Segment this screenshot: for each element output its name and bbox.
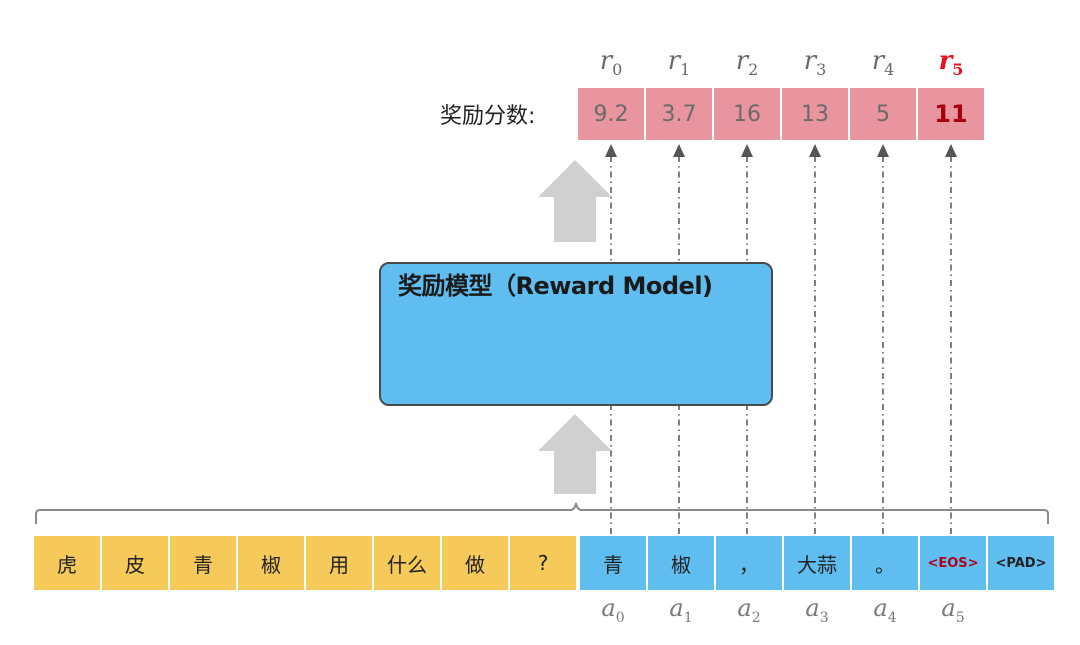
prompt-token: 青 — [170, 536, 236, 590]
action-symbol-a0: a0 — [601, 594, 625, 626]
reward-score-cell: 13 — [782, 88, 848, 140]
arrowhead-icon — [809, 144, 821, 157]
action-symbol-a3: a3 — [805, 594, 829, 626]
response-token: ， — [716, 536, 782, 590]
reward-symbol-r2: r2 — [735, 46, 759, 80]
response-token: 。 — [852, 536, 918, 590]
reward-score-cell: 3.7 — [646, 88, 712, 140]
reward-score-cell: 5 — [850, 88, 916, 140]
prompt-token: 椒 — [238, 536, 304, 590]
big-up-arrow-bottom — [538, 414, 612, 494]
action-symbol-a4: a4 — [873, 594, 897, 626]
reward-score-cell: 11 — [918, 88, 984, 140]
reward-score-label: 奖励分数: — [440, 104, 536, 129]
prompt-token: 做 — [442, 536, 508, 590]
reward-symbol-r3: r3 — [803, 46, 827, 80]
response-token: 大蒜 — [784, 536, 850, 590]
arrowhead-icon — [605, 144, 617, 157]
reward-model-box — [379, 262, 773, 406]
big-up-arrow-top — [538, 160, 612, 242]
reward-symbol-r1: r1 — [667, 46, 691, 80]
response-token: 椒 — [648, 536, 714, 590]
reward-symbol-r5: r5 — [938, 46, 964, 80]
reward-score-cell: 16 — [714, 88, 780, 140]
special-token-pad: <PAD> — [988, 536, 1054, 590]
prompt-token: ? — [510, 536, 576, 590]
prompt-token: 皮 — [102, 536, 168, 590]
reward-model-title: 奖励模型（Reward Model) — [398, 272, 713, 300]
action-symbol-a2: a2 — [737, 594, 761, 626]
input-bracket — [35, 502, 1049, 524]
arrowhead-icon — [877, 144, 889, 157]
arrowhead-icon — [945, 144, 957, 157]
arrowhead-icon — [741, 144, 753, 157]
prompt-token: 虎 — [34, 536, 100, 590]
reward-score-cell: 9.2 — [578, 88, 644, 140]
prompt-token: 用 — [306, 536, 372, 590]
response-token: 青 — [580, 536, 646, 590]
arrowhead-icon — [673, 144, 685, 157]
prompt-token: 什么 — [374, 536, 440, 590]
reward-symbol-r0: r0 — [599, 46, 623, 80]
action-symbol-a1: a1 — [669, 594, 693, 626]
reward-symbol-r4: r4 — [871, 46, 895, 80]
action-symbol-a5: a5 — [941, 594, 965, 626]
special-token-eos: <EOS> — [920, 536, 986, 590]
